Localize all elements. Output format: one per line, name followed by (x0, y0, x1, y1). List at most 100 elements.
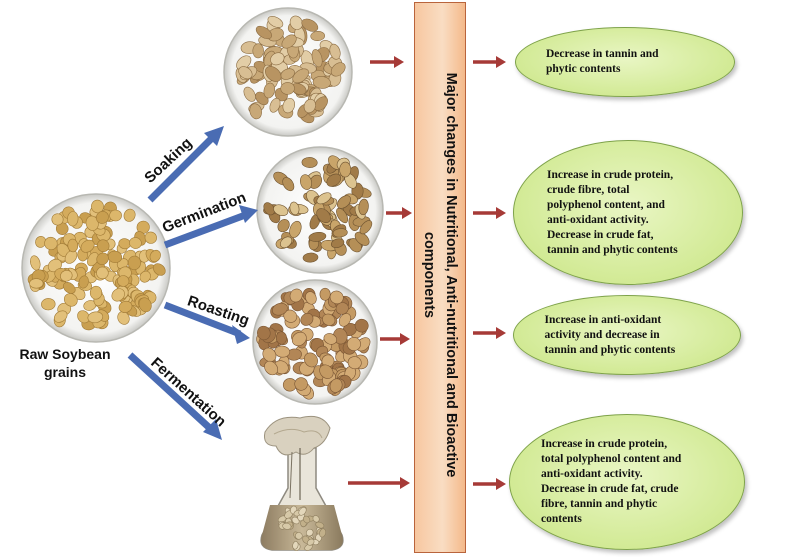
germination-photo (256, 146, 384, 274)
bean-texture (243, 86, 256, 102)
bean-texture (303, 98, 316, 114)
result-arrow-central-to-outcome-2 (473, 207, 506, 219)
result-arrow-fermentation-to-central (348, 477, 410, 489)
bean-texture (316, 192, 332, 205)
bean-texture (314, 96, 328, 111)
process-arrow-fermentation (127, 352, 222, 440)
bean-texture (312, 515, 320, 523)
bean-texture (330, 238, 345, 249)
outcome-fermentation: Increase in crude protein, total polyphe… (509, 414, 745, 550)
bean-texture (329, 290, 344, 305)
bean-texture (292, 541, 299, 550)
bean-texture (338, 313, 351, 327)
outcome-line: phytic contents (546, 63, 621, 75)
process-arrow-roasting (163, 301, 250, 344)
bean-texture (78, 275, 89, 289)
bean-texture (329, 378, 343, 393)
bean-texture (289, 220, 302, 238)
outcome-line: Decrease in tannin and (546, 48, 659, 60)
bean-texture (123, 208, 136, 222)
bean-texture (337, 195, 351, 209)
outcome-line: crude fibre, total (547, 183, 630, 196)
bean-texture (303, 515, 311, 524)
bean-texture (264, 360, 279, 376)
outcome-roasting: Increase in anti-oxidant activity and de… (513, 295, 741, 375)
bean-texture (96, 239, 110, 253)
bean-texture (282, 522, 292, 530)
bean-texture (322, 313, 336, 326)
bean-texture (89, 285, 103, 300)
bean-texture (87, 311, 104, 324)
central-title-line-1: Major changes in Nutritional, Anti-nutri… (443, 72, 459, 478)
bean-texture (152, 263, 166, 276)
result-arrow-central-to-outcome-4 (473, 478, 506, 490)
bean-texture (311, 49, 323, 68)
bean-texture (329, 43, 341, 60)
bean-texture (96, 210, 109, 224)
bean-texture (347, 356, 362, 370)
outcome-line: Increase in anti-oxidant (544, 313, 662, 326)
bean-texture (282, 177, 295, 192)
bean-texture (41, 298, 56, 311)
outcome-line: anti-oxidant activity. (547, 213, 649, 226)
raw-soybean-label-line-1: Raw Soybean (19, 346, 111, 362)
bean-texture (117, 275, 130, 287)
bean-texture (359, 220, 373, 235)
bean-texture (281, 34, 297, 49)
central-changes-box (414, 2, 466, 553)
bean-texture (273, 204, 289, 217)
bean-texture (300, 174, 312, 190)
bean-texture (267, 16, 284, 28)
bean-texture (354, 231, 370, 246)
bean-texture (315, 521, 325, 529)
outcome-roasting-text: Increase in anti-oxidant activity and de… (545, 313, 710, 358)
bean-texture (138, 297, 152, 313)
outcome-line: fibre, tannin and phytic (541, 498, 658, 510)
bean-texture (302, 252, 319, 263)
result-arrow-central-to-outcome-1 (473, 56, 506, 68)
bean-texture (238, 66, 253, 80)
bean-texture (80, 239, 95, 253)
bean-texture (323, 333, 338, 345)
bean-texture (136, 220, 150, 234)
bean-texture (263, 202, 275, 216)
bean-texture (44, 236, 58, 251)
fermentation-flask-photo (260, 415, 344, 552)
bean-texture (270, 52, 285, 66)
bean-texture (129, 237, 142, 249)
bean-texture (319, 364, 334, 379)
bean-texture (300, 313, 314, 326)
bean-texture (63, 293, 78, 307)
outcome-line: Increase in crude protein, (547, 168, 674, 181)
bean-texture (109, 209, 122, 222)
bean-texture (60, 270, 73, 282)
central-changes-title: Major changes in Nutritional, Anti-nutri… (418, 15, 462, 535)
soaking-photo (223, 7, 353, 137)
bean-texture (117, 311, 130, 325)
bean-texture (67, 238, 79, 253)
bean-texture (310, 30, 325, 42)
bean-texture (277, 219, 290, 233)
bean-texture (358, 198, 369, 216)
bean-texture (96, 266, 109, 280)
outcome-line: tannin and phytic contents (544, 343, 676, 356)
bean-texture (236, 55, 252, 70)
bean-texture (77, 310, 90, 324)
bean-texture (127, 255, 141, 271)
bean-texture (53, 310, 68, 323)
bean-texture (305, 291, 317, 305)
bean-texture (289, 288, 303, 303)
raw-soybean-label: Raw Soybean grains (10, 345, 120, 381)
bean-texture (309, 174, 323, 189)
bean-texture (249, 103, 262, 120)
bean-texture (289, 15, 303, 30)
bean-texture (280, 236, 293, 249)
bean-texture (319, 528, 327, 538)
bean-texture (291, 331, 307, 347)
bean-texture (265, 66, 282, 82)
bean-texture (346, 337, 361, 352)
bean-texture (292, 68, 309, 84)
bean-texture (321, 354, 335, 368)
outcome-line: contents (541, 513, 582, 525)
result-arrow-soaking-to-central (370, 56, 404, 68)
